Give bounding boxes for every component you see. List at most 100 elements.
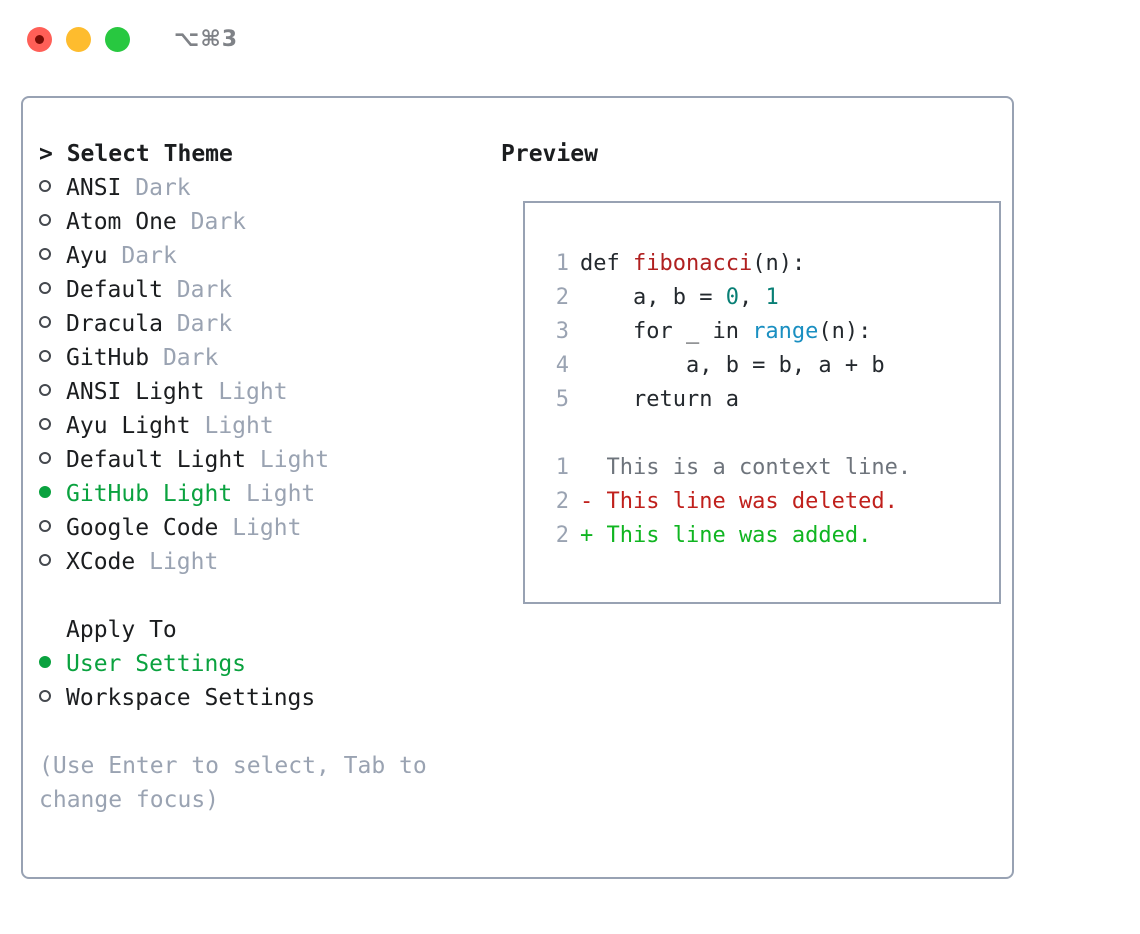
code-line-number: 1 xyxy=(555,251,569,276)
radio-icon xyxy=(39,205,66,239)
theme-item-dracula[interactable]: Dracula Dark xyxy=(39,307,489,341)
diff-line-number: 1 xyxy=(555,455,569,480)
label-spacer xyxy=(218,511,232,545)
code-line-text: def fibonacci(n): xyxy=(569,247,805,281)
apply-to-title: Apply To xyxy=(66,617,177,643)
radio-selected-icon xyxy=(39,477,66,511)
theme-item-github[interactable]: GitHub Dark xyxy=(39,341,489,375)
keyboard-hint: (Use Enter to select, Tab to change focu… xyxy=(39,753,441,813)
theme-item-tag: Dark xyxy=(121,243,177,269)
radio-mark xyxy=(39,316,51,328)
code-token: for _ in xyxy=(580,319,753,344)
theme-item-label: Default xyxy=(66,277,163,303)
radio-mark xyxy=(39,282,51,294)
theme-item-tag: Dark xyxy=(176,277,233,303)
close-icon xyxy=(35,34,44,44)
select-theme-title: > Select Theme xyxy=(39,141,233,167)
diff-line-number: 2 xyxy=(555,523,569,548)
code-line-text: for _ in range(n): xyxy=(569,315,871,349)
minimize-button[interactable] xyxy=(66,26,91,52)
radio-mark xyxy=(39,486,51,498)
radio-mark xyxy=(39,248,51,260)
theme-item-ansi[interactable]: ANSI Dark xyxy=(39,171,489,205)
radio-icon xyxy=(39,307,66,341)
radio-selected-icon xyxy=(39,647,66,681)
diff-line: 2+ This line was added. xyxy=(525,519,999,553)
theme-item-tag: Dark xyxy=(190,209,247,235)
theme-item-label: XCode xyxy=(66,549,136,575)
label-spacer xyxy=(232,477,246,511)
code-line: 4 a, b = b, a + b xyxy=(525,349,999,383)
apply-to-item-label: Workspace Settings xyxy=(66,685,316,711)
code-line-number: 5 xyxy=(555,387,569,412)
label-spacer xyxy=(135,545,149,579)
theme-item-tag: Dark xyxy=(176,311,233,337)
radio-mark xyxy=(39,384,51,396)
radio-mark xyxy=(39,656,51,668)
label-spacer xyxy=(177,205,191,239)
radio-mark xyxy=(39,418,51,430)
theme-item-xcode[interactable]: XCode Light xyxy=(39,545,489,579)
theme-item-atom-one[interactable]: Atom One Dark xyxy=(39,205,489,239)
radio-icon xyxy=(39,511,66,545)
maximize-button[interactable] xyxy=(105,26,130,52)
diff-line-text: - This line was deleted. xyxy=(580,489,898,514)
label-spacer xyxy=(163,307,177,341)
code-line-number: 3 xyxy=(555,319,569,344)
code-line-text: a, b = 0, 1 xyxy=(569,281,779,315)
radio-icon xyxy=(39,171,66,205)
code-token: a, b = b, a + b xyxy=(580,353,885,378)
code-line-text: a, b = b, a + b xyxy=(569,349,885,383)
radio-icon xyxy=(39,409,66,443)
theme-item-ansi-light[interactable]: ANSI Light Light xyxy=(39,375,489,409)
theme-item-default[interactable]: Default Dark xyxy=(39,273,489,307)
preview-title: Preview xyxy=(501,141,598,167)
radio-icon xyxy=(39,341,66,375)
theme-item-label: ANSI xyxy=(66,175,122,201)
radio-icon xyxy=(39,239,66,273)
radio-icon xyxy=(39,545,66,579)
theme-item-default-light[interactable]: Default Light Light xyxy=(39,443,489,477)
theme-item-label: Default Light xyxy=(66,447,247,473)
radio-icon xyxy=(39,443,66,477)
code-token: return a xyxy=(580,387,739,412)
theme-item-google-code[interactable]: Google Code Light xyxy=(39,511,489,545)
label-spacer xyxy=(246,443,260,477)
code-token: fibonacci xyxy=(632,251,753,276)
label-spacer xyxy=(108,239,122,273)
code-token: (n): xyxy=(752,251,806,276)
radio-mark xyxy=(39,452,51,464)
theme-item-label: Dracula xyxy=(66,311,163,337)
theme-item-ayu-light[interactable]: Ayu Light Light xyxy=(39,409,489,443)
theme-item-github-light[interactable]: GitHub Light Light xyxy=(39,477,489,511)
label-spacer xyxy=(204,375,218,409)
apply-to-item-workspace-settings[interactable]: Workspace Settings xyxy=(39,681,489,715)
theme-item-tag: Light xyxy=(259,447,330,473)
code-token: (n): xyxy=(818,319,872,344)
radio-mark xyxy=(39,520,51,532)
radio-icon xyxy=(39,375,66,409)
apply-to-item-label: User Settings xyxy=(66,651,247,677)
theme-item-label: Google Code xyxy=(66,515,219,541)
code-line-text: return a xyxy=(569,383,739,417)
theme-item-ayu[interactable]: Ayu Dark xyxy=(39,239,489,273)
radio-icon xyxy=(39,681,66,715)
theme-item-label: Ayu xyxy=(66,243,108,269)
radio-mark xyxy=(39,350,51,362)
theme-item-label: GitHub Light xyxy=(66,481,233,507)
apply-to-item-user-settings[interactable]: User Settings xyxy=(39,647,489,681)
code-line: 3 for _ in range(n): xyxy=(525,315,999,349)
diff-sample: 1 This is a context line.2- This line wa… xyxy=(525,451,999,553)
diff-line-number: 2 xyxy=(555,489,569,514)
code-token: def xyxy=(580,251,633,276)
close-button[interactable] xyxy=(27,26,52,52)
code-diff-separator xyxy=(525,417,999,451)
radio-icon xyxy=(39,273,66,307)
theme-item-tag: Light xyxy=(218,379,288,405)
